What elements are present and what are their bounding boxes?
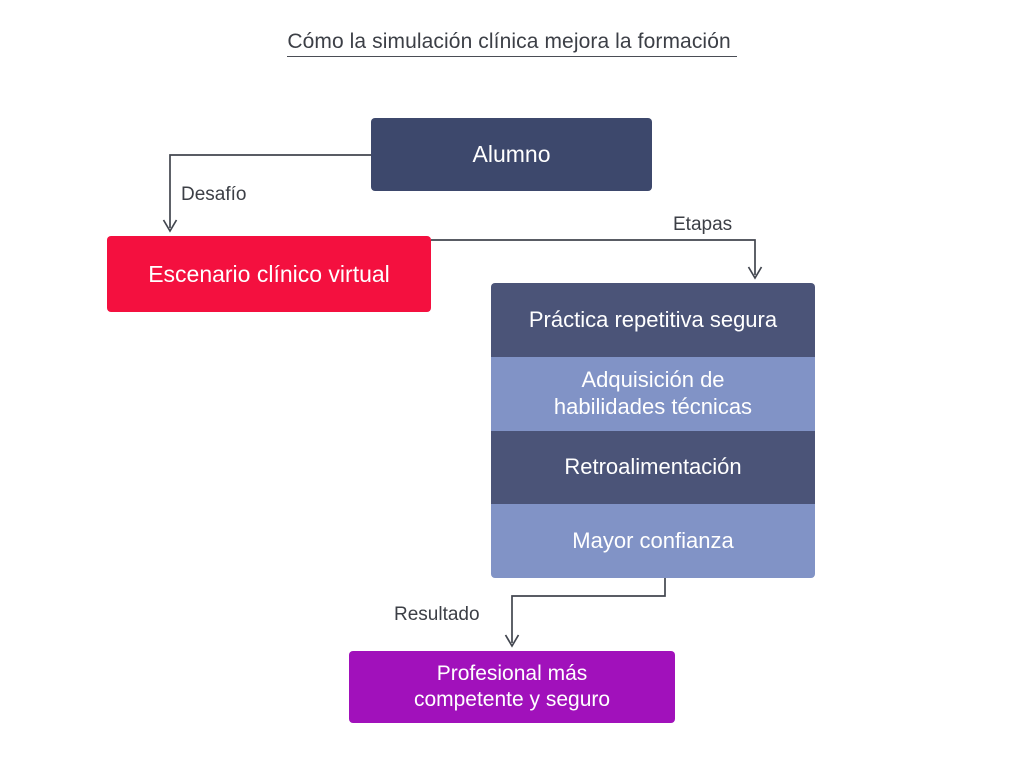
- stack-band-label: Retroalimentación: [564, 454, 742, 480]
- node-escenario-label: Escenario clínico virtual: [148, 260, 390, 287]
- stack-band-label: Práctica repetitiva segura: [528, 306, 778, 332]
- node-profesional-label: Profesional más competente y seguro: [413, 662, 611, 711]
- connector-resultado: [504, 578, 666, 648]
- page-title-text: Cómo la simulación clínica mejora la for…: [287, 30, 737, 57]
- etapas-stack: Práctica repetitiva segura Adquisición d…: [491, 283, 815, 578]
- stack-band-retroalimentacion[interactable]: Retroalimentación: [491, 430, 815, 505]
- node-alumno-label: Alumno: [472, 141, 551, 168]
- node-escenario-clinico-virtual[interactable]: Escenario clínico virtual: [107, 236, 431, 312]
- stack-band-adquisicion-habilidades-tecnicas[interactable]: Adquisición de habilidades técnicas: [491, 356, 815, 431]
- stack-band-practica-repetitiva-segura[interactable]: Práctica repetitiva segura: [491, 283, 815, 357]
- node-profesional-competente[interactable]: Profesional más competente y seguro: [349, 651, 675, 723]
- stack-band-label: Adquisición de habilidades técnicas: [553, 367, 753, 419]
- node-alumno[interactable]: Alumno: [371, 118, 652, 191]
- edge-label-etapas: Etapas: [673, 214, 733, 235]
- stack-band-mayor-confianza[interactable]: Mayor confianza: [491, 504, 815, 578]
- edge-label-resultado: Resultado: [394, 604, 480, 625]
- connector-etapas: [431, 239, 763, 280]
- stack-band-label: Mayor confianza: [572, 527, 734, 553]
- page-title: Cómo la simulación clínica mejora la for…: [0, 30, 1024, 57]
- edge-label-desafio: Desafío: [181, 184, 247, 205]
